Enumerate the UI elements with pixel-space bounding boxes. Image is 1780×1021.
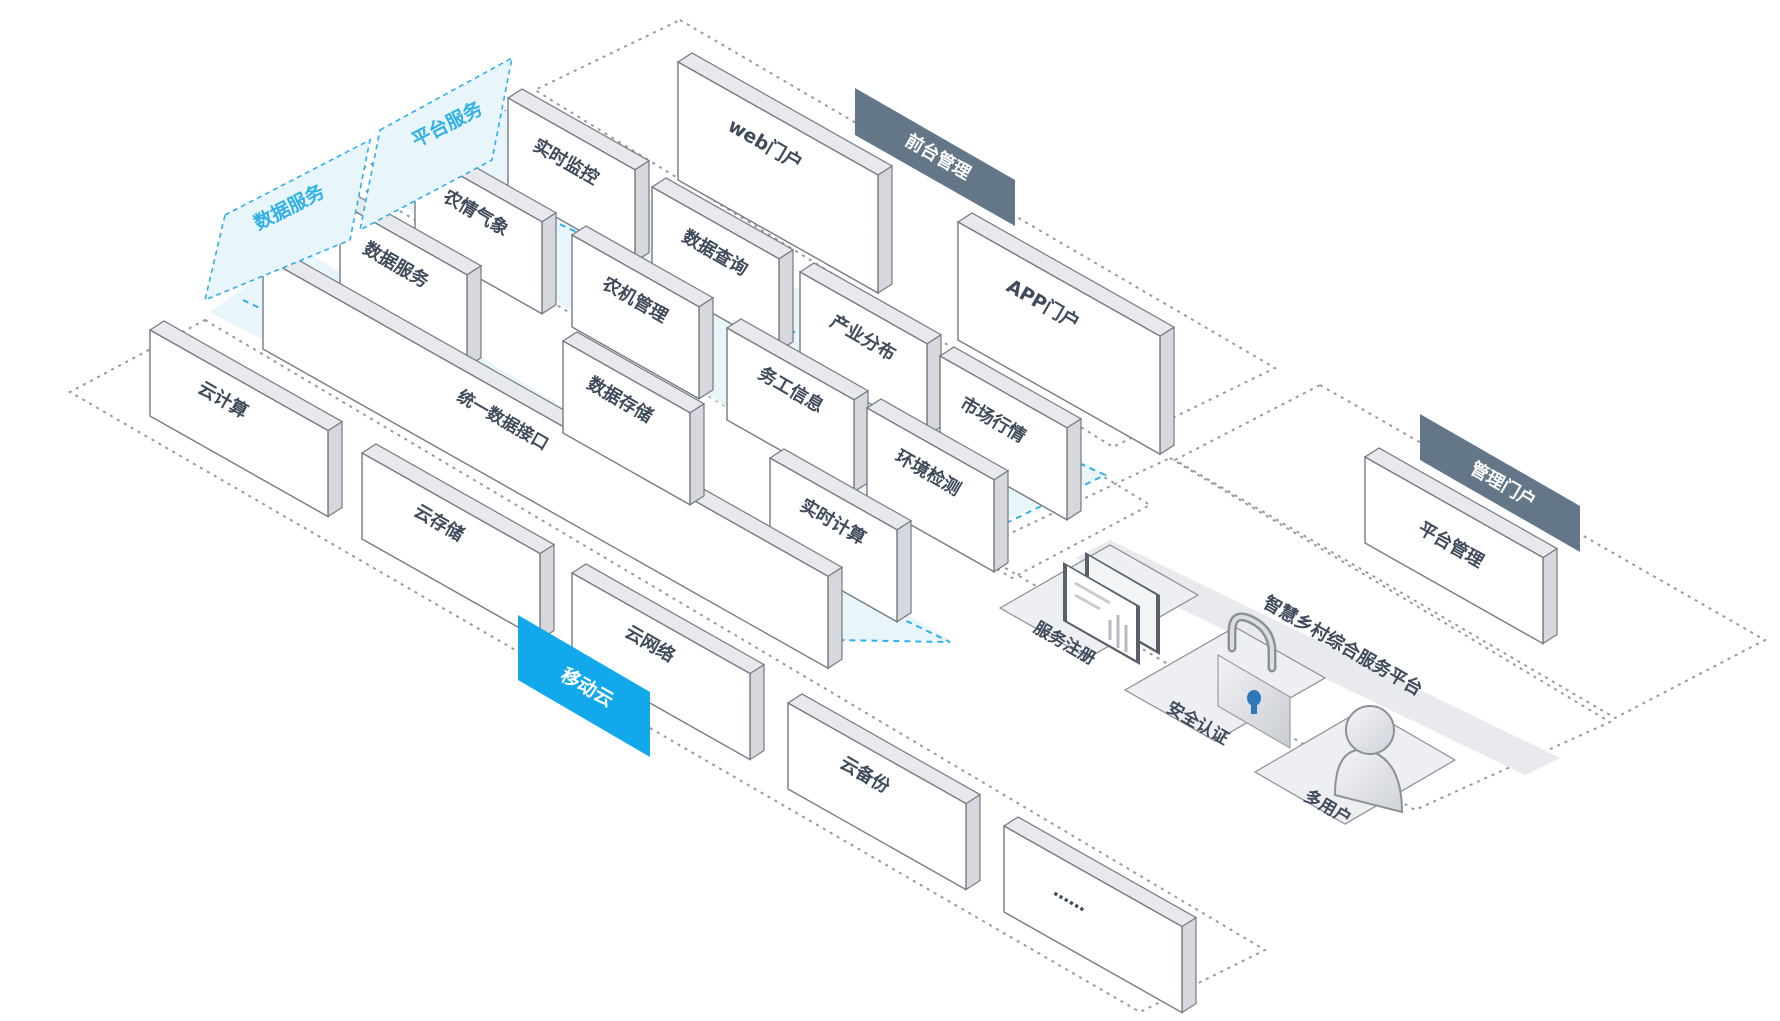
data-storage-panel-side	[689, 402, 705, 506]
data-query-panel	[650, 177, 795, 352]
service-panels	[148, 52, 1559, 1014]
platform-mgmt-panel-front	[1364, 455, 1544, 645]
platform-services-dashed-line	[419, 159, 1108, 549]
admin-portal-region	[1172, 383, 1768, 720]
market-panel	[938, 346, 1083, 521]
more-items-panel	[1002, 816, 1198, 1014]
unified-api-panel-side	[827, 566, 843, 670]
platform-services-tag: 平台服务	[358, 56, 514, 232]
cloud-network-panel-front	[571, 571, 751, 761]
machine-mgmt-panel-front	[571, 233, 700, 400]
env-detect-panel	[865, 398, 1010, 573]
data-service-panel-side	[466, 264, 482, 368]
web-portal-panel	[676, 52, 894, 295]
realtime-monitor-panel	[506, 88, 651, 263]
industry-dist-panel-side	[926, 333, 942, 437]
cloud-compute-panel-side	[327, 420, 343, 518]
realtime-calc-panel-front	[769, 456, 898, 623]
env-detect-panel-front	[866, 406, 995, 573]
padlock-icon	[1217, 612, 1291, 750]
data-services-tag: 数据服务	[203, 138, 372, 302]
platform-mgmt-panel	[1363, 447, 1559, 645]
more-items-panel-front	[1003, 824, 1183, 1014]
market-panel-front	[939, 354, 1068, 521]
web-portal-panel-front	[677, 60, 879, 295]
cloud-storage-panel-side	[539, 543, 555, 641]
labor-info-panel	[725, 318, 870, 493]
more-items-panel-side	[1181, 916, 1197, 1014]
labor-info-panel-side	[853, 389, 869, 493]
user-avatar-icon	[1333, 705, 1404, 814]
cloud-network-panel-side	[749, 663, 765, 761]
data-storage-panel-front	[562, 339, 691, 506]
cloud-backup-panel	[786, 693, 982, 891]
front-management-region	[532, 18, 1278, 449]
data-services-dashed-line	[242, 299, 951, 643]
cloud-backup-panel-side	[965, 793, 981, 891]
web-portal-panel-side	[877, 164, 893, 295]
cloud-network-panel	[570, 563, 766, 761]
service-register-module: 服务注册	[998, 544, 1200, 669]
cloud-compute-panel	[148, 320, 344, 518]
app-portal-panel-side	[1159, 326, 1175, 456]
agri-weather-panel-side	[541, 211, 557, 315]
data-query-panel-side	[778, 248, 794, 352]
realtime-monitor-panel-side	[634, 159, 650, 263]
env-detect-panel-side	[993, 469, 1009, 573]
multi-user-module: 多用户	[1253, 705, 1457, 829]
machine-mgmt-panel	[570, 225, 715, 400]
data-storage-panel	[561, 331, 706, 506]
agri-weather-panel-front	[414, 148, 543, 315]
cloud-storage-panel	[360, 443, 556, 641]
mobile-cloud-tag: 移动云	[518, 615, 650, 757]
machine-mgmt-panel-side	[698, 296, 714, 400]
app-portal-panel	[956, 212, 1176, 456]
monitor-screens-icon	[1063, 552, 1160, 665]
cloud-backup-panel-front	[787, 701, 967, 891]
cloud-compute-panel-front	[149, 328, 329, 518]
app-portal-panel-front	[957, 220, 1161, 456]
realtime-calc-panel	[768, 448, 913, 623]
realtime-calc-panel-side	[896, 519, 912, 623]
platform-mgmt-panel-side	[1542, 547, 1558, 645]
market-panel-side	[1066, 417, 1082, 521]
